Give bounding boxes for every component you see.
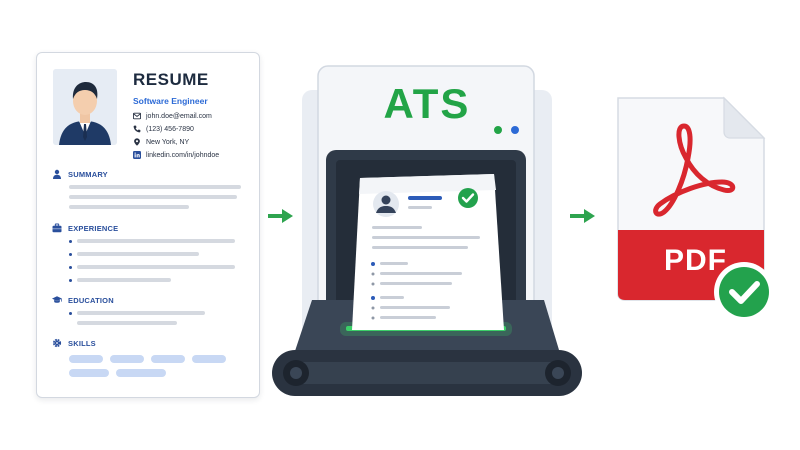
gear-icon [52,338,62,348]
section-title: SKILLS [68,338,96,348]
ats-machine-graphic [272,65,582,396]
contact-text: linkedin.com/in/johndoe [146,151,220,159]
resume-card: RESUME Software Engineer john.doe@email.… [36,52,260,398]
status-dot-green [494,126,502,134]
briefcase-icon [52,223,62,233]
resume-title: RESUME [133,70,209,89]
bullet [69,312,72,315]
section-title: EXPERIENCE [68,223,119,233]
ats-label: ATS [383,80,471,127]
text-line [77,239,235,243]
bullet [69,240,72,243]
graduation-cap-icon [52,296,62,303]
contact-text: (123) 456-7890 [146,125,194,133]
text-line [69,205,189,209]
text-line [77,278,171,282]
text-line [77,265,235,269]
bullet [69,279,72,282]
person-icon [53,69,117,145]
skill-chip [110,355,144,363]
phone-icon [133,125,141,133]
section-experience: EXPERIENCE [52,223,118,233]
pdf-label: PDF [664,244,727,277]
section-title: SUMMARY [68,169,108,179]
skill-chip [192,355,226,363]
section-education: EDUCATION [52,295,114,305]
contact-text: New York, NY [146,138,190,146]
contact-text: john.doe@email.com [146,112,212,120]
text-line [77,252,199,256]
status-dot-blue [511,126,519,134]
text-line [77,311,205,315]
text-line [77,321,177,325]
pdf-file-icon [617,96,774,322]
bullet [69,266,72,269]
resume-role: Software Engineer [133,96,208,106]
mail-icon [133,112,141,120]
contact-email: john.doe@email.com [133,112,212,120]
location-pin-icon [134,138,140,146]
text-line [69,195,237,199]
arrow-right-icon [268,209,293,223]
section-title: EDUCATION [68,295,114,305]
contact-linkedin: linkedin.com/in/johndoe [133,151,219,159]
section-skills: SKILLS [52,338,96,348]
skill-chip [69,355,103,363]
skill-chip [116,369,166,377]
acrobat-logo-icon [653,123,736,217]
arrow-right-icon [570,209,595,223]
avatar [53,69,117,145]
check-icon [729,281,760,304]
skill-chip [69,369,109,377]
text-line [69,185,241,189]
pdf-file: PDF [612,94,782,334]
section-summary: SUMMARY [52,169,108,179]
user-icon [53,169,61,179]
contact-location: New York, NY [133,138,189,146]
ats-machine: ATS [272,60,582,405]
contact-phone: (123) 456-7890 [133,125,194,133]
skill-chip [151,355,185,363]
linkedin-icon [133,151,141,159]
bullet [69,253,72,256]
